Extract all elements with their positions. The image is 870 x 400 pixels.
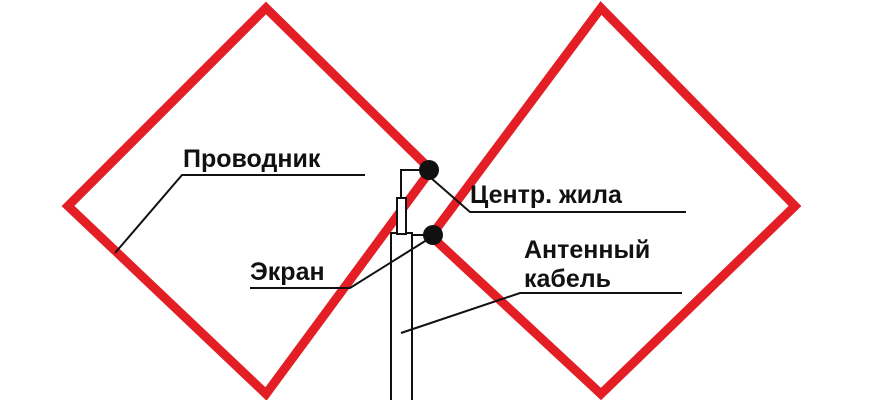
antenna-cable-body xyxy=(390,232,413,400)
cable-leader-line xyxy=(400,292,682,334)
conductor-leader-line xyxy=(114,174,365,254)
screen-junction-dot xyxy=(423,225,443,245)
conductor-label: Проводник xyxy=(183,145,321,173)
center-core-label: Центр. жила xyxy=(470,181,623,209)
screen-leader-line xyxy=(250,237,431,289)
right-rhombus-conductor xyxy=(424,1,802,400)
screen-label: Экран xyxy=(250,258,325,286)
center-core-leader-line xyxy=(430,177,686,213)
antenna-cable-label-line1: Антенный xyxy=(524,236,650,264)
left-rhombus-conductor xyxy=(61,1,437,400)
antenna-cable-label-line2: кабель xyxy=(524,265,611,293)
center-core-junction-dot xyxy=(419,160,439,180)
center-core-wire xyxy=(396,197,407,235)
